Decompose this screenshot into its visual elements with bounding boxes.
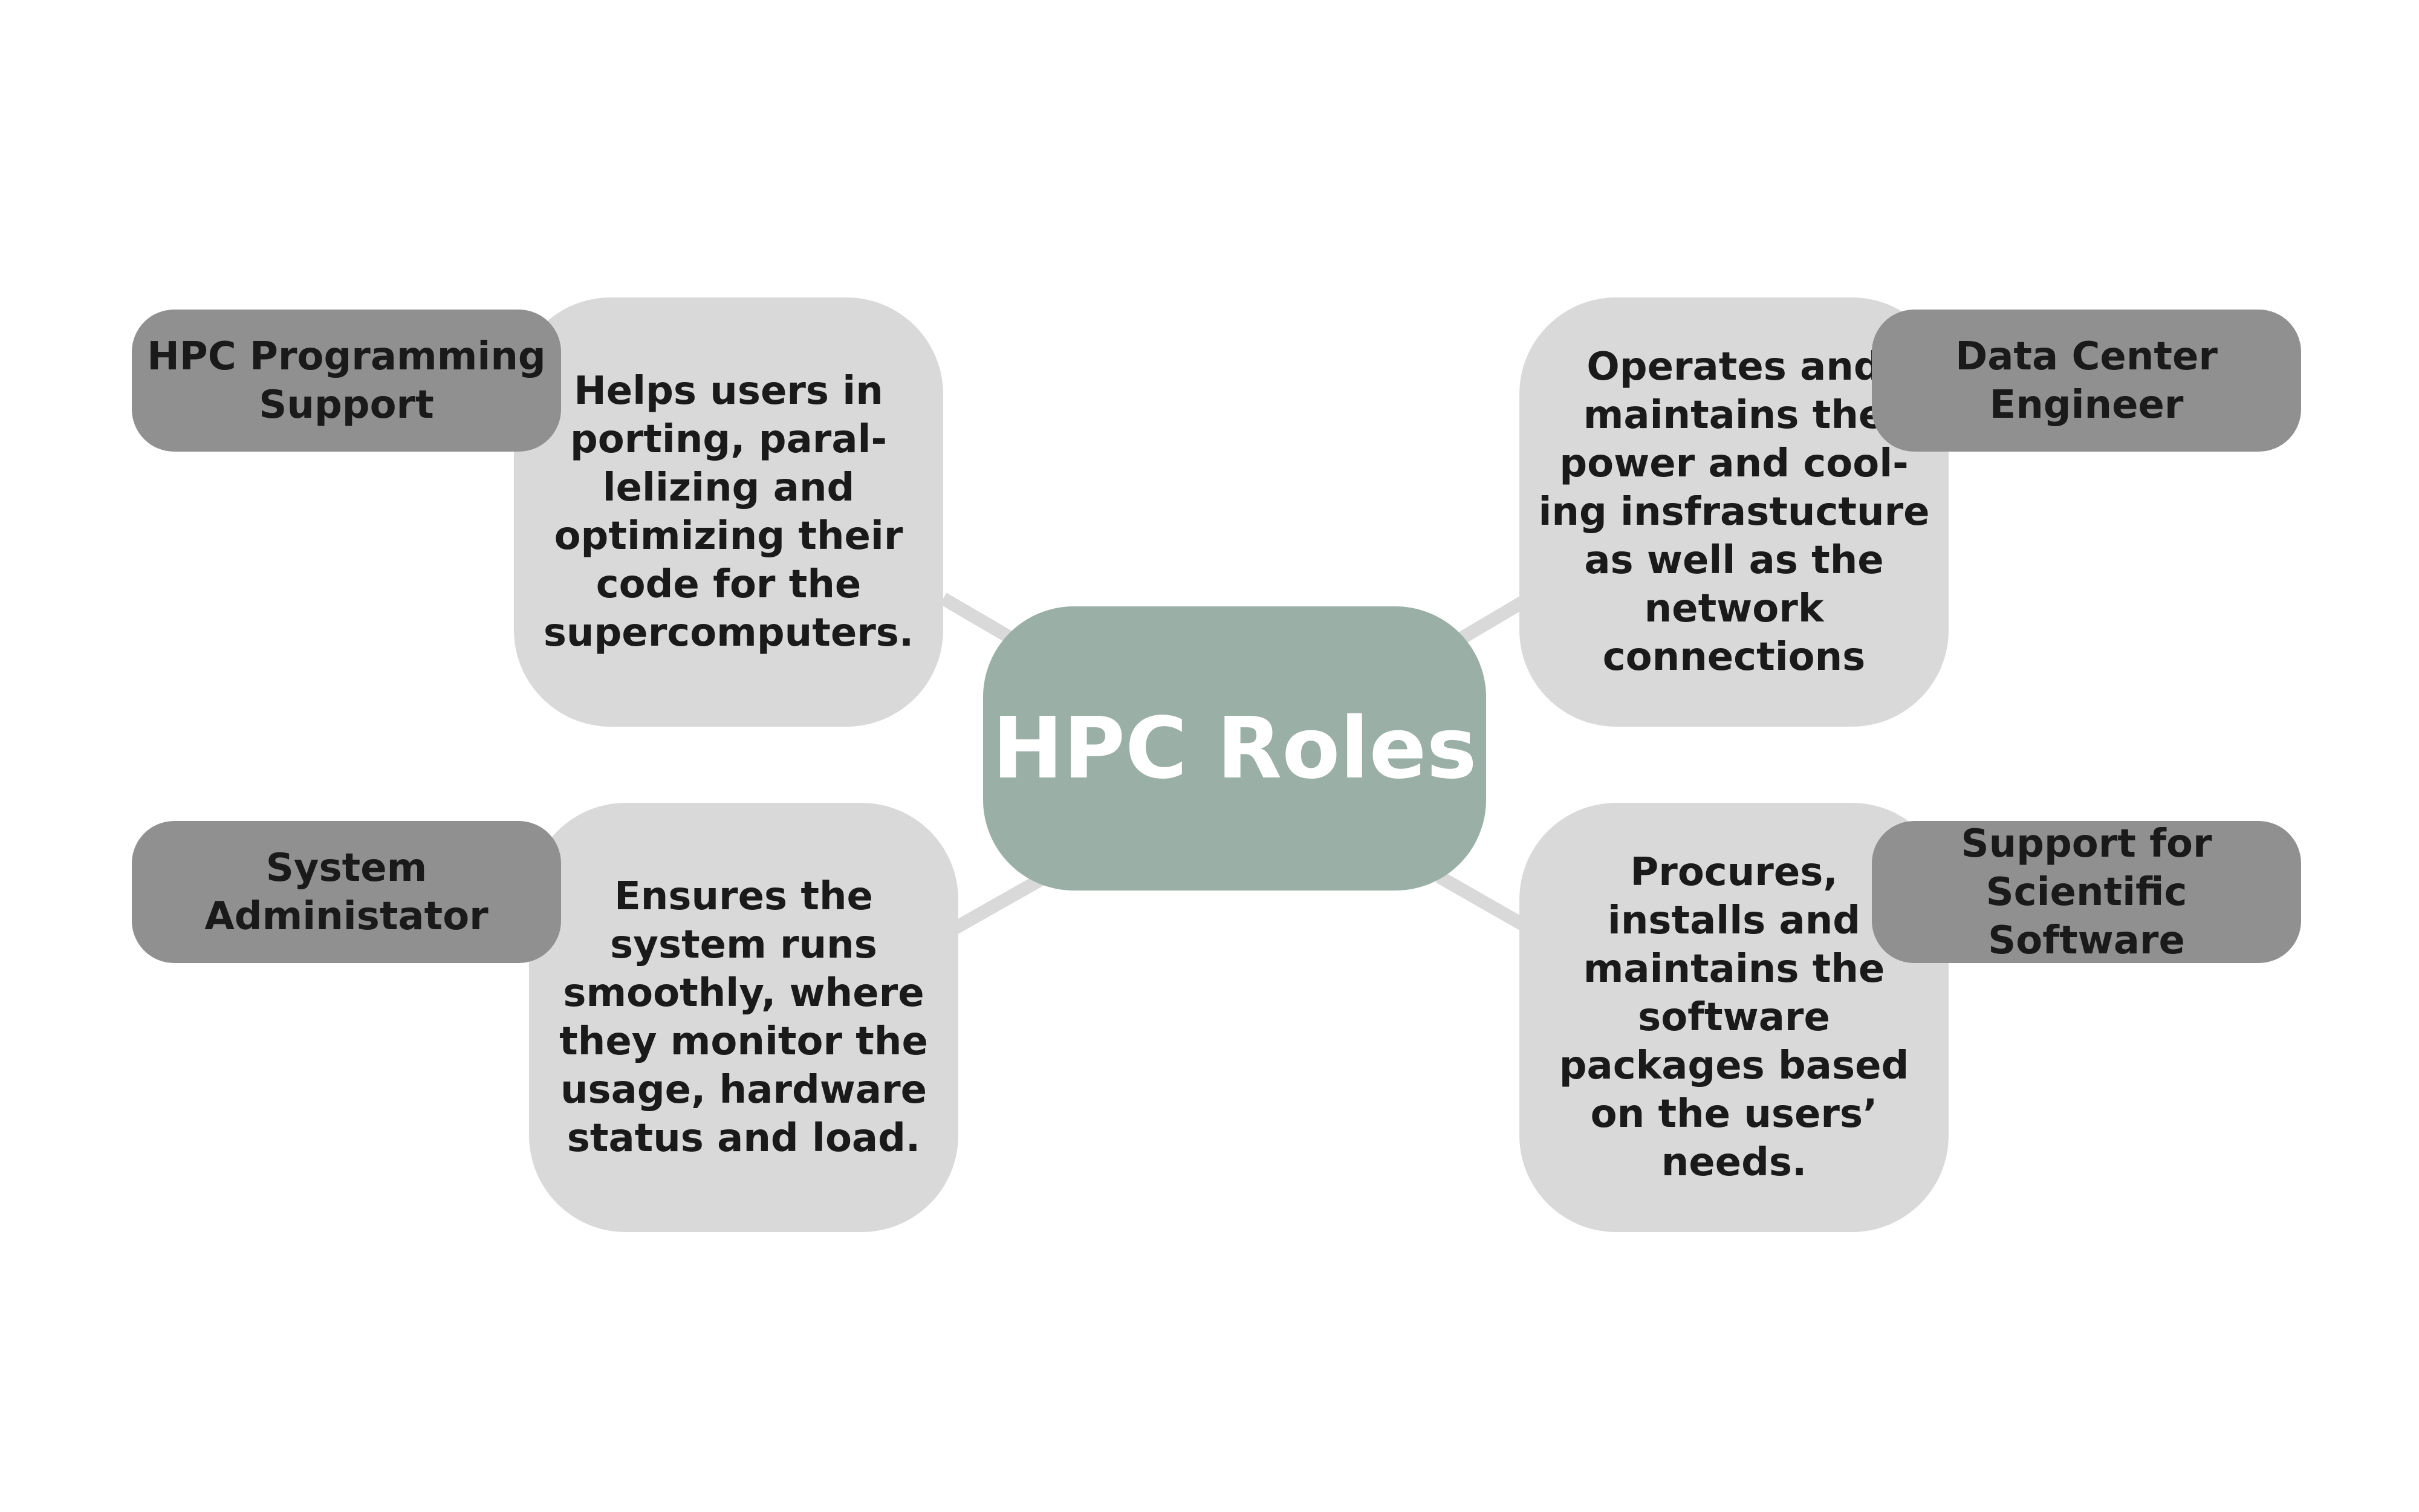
role-description-text: Procures, installs and maintains the sof…: [1559, 850, 1909, 1185]
role-label-hpc-programming-support: HPC Programming Support: [132, 310, 561, 452]
role-label-system-administator: System Administator: [132, 821, 561, 963]
role-description-text: Helps users in porting, paral- lelizing …: [543, 369, 914, 655]
connector-line-bottom-right: [1435, 871, 1527, 931]
role-label-text: Support for Scientific Software: [1961, 821, 2212, 963]
role-description-system-administator: Ensures the system runs smoothly, where …: [529, 803, 958, 1232]
connector-line-top-left: [940, 592, 1019, 647]
center-title: HPC Roles: [992, 699, 1477, 798]
role-label-text: HPC Programming Support: [147, 334, 546, 427]
role-description-text: Ensures the system runs smoothly, where …: [559, 874, 928, 1161]
role-label-text: Data Center Engineer: [1955, 334, 2218, 427]
role-description-hpc-programming-support: Helps users in porting, paral- lelizing …: [514, 297, 943, 727]
role-label-text: System Administator: [204, 845, 489, 939]
connector-line-bottom-left: [952, 871, 1050, 934]
center-node: HPC Roles: [983, 606, 1486, 891]
role-description-text: Operates and maintains the power and coo…: [1538, 345, 1930, 680]
role-label-support-for-scientific-software: Support for Scientific Software: [1872, 821, 2301, 963]
role-label-data-center-engineer: Data Center Engineer: [1872, 310, 2301, 452]
connector-line-top-right: [1453, 595, 1527, 647]
